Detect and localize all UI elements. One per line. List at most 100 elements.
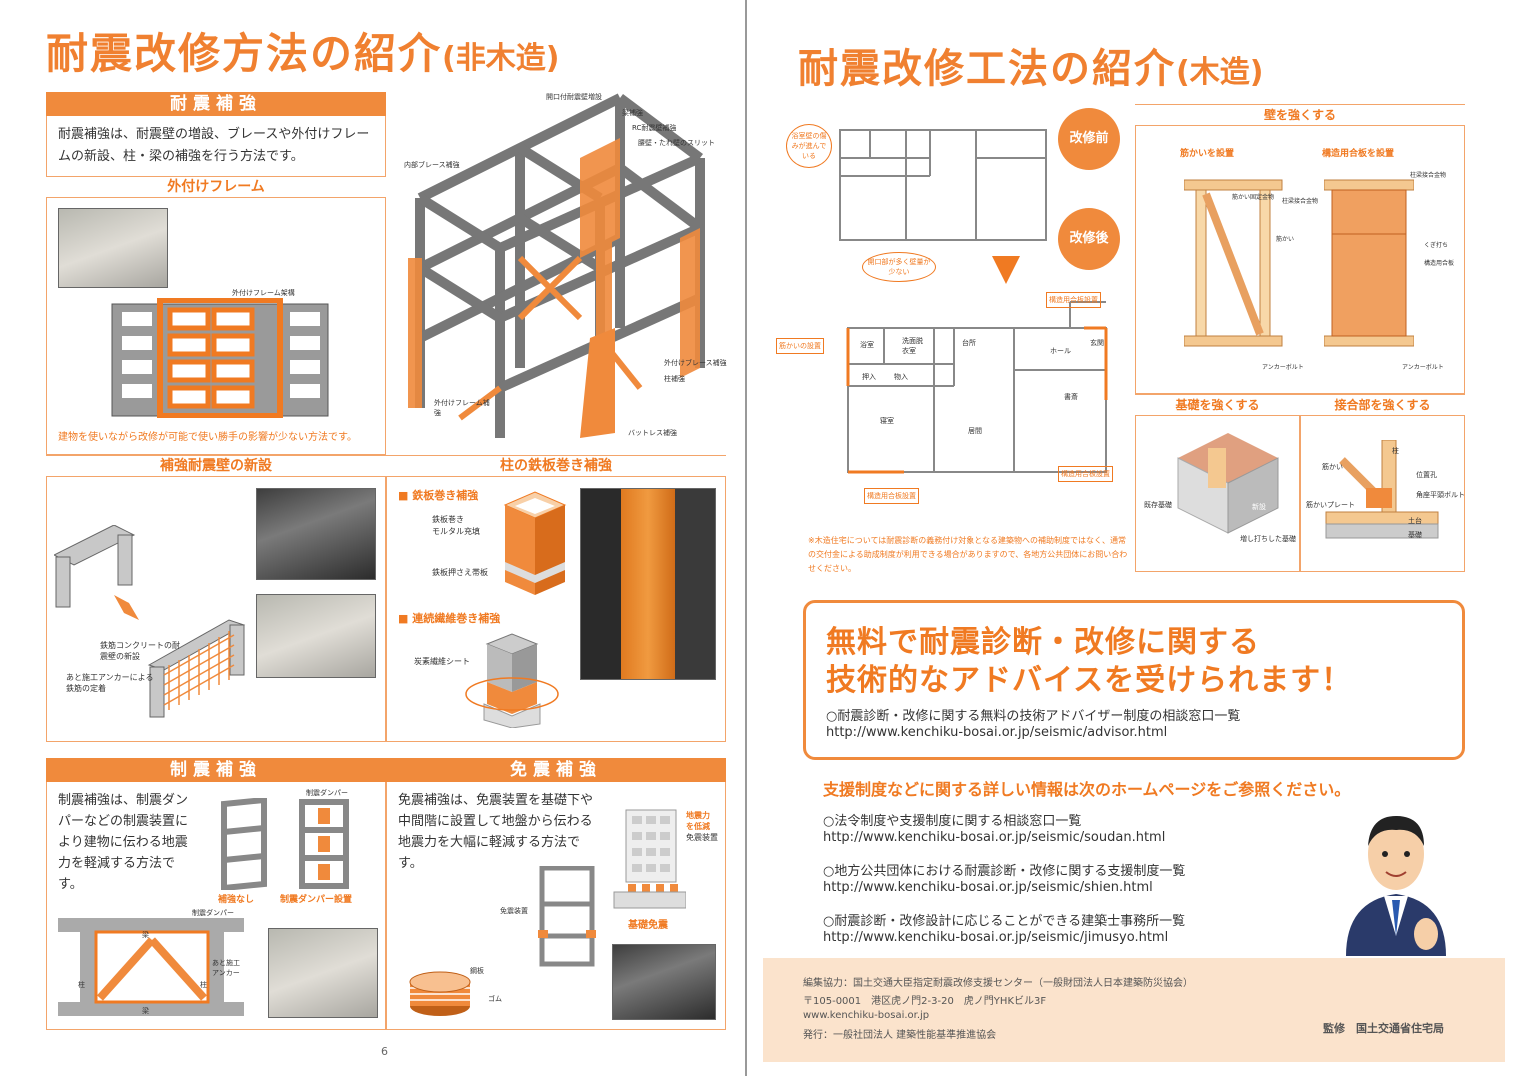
plan-note-plywood-3: 構造用合板設置 (1058, 466, 1113, 482)
foundation-existing: 既存基礎 (1144, 501, 1172, 509)
plan-note-plywood-2: 構造用合板設置 (864, 488, 919, 504)
external-frame-header: 外付けフレーム (46, 176, 386, 198)
fiber-wrap-diagram (465, 633, 559, 728)
cta-item-url[interactable]: http://www.kenchiku-bosai.or.jp/seismic/… (826, 725, 1168, 740)
damper-anchor: あと施工アンカー (212, 959, 240, 977)
fiber-wrap-title: ■ 連続繊維巻き補強 (398, 612, 501, 625)
damper-column-right: 柱 (200, 981, 207, 989)
joint-brace: 筋かい (1322, 463, 1343, 471)
plan-note-left: 浴室壁の傷みが進んでいる (786, 124, 832, 168)
page-spine (745, 0, 747, 1076)
new-wall-label-2: あと施工アンカーによる鉄筋の定着 (66, 673, 154, 693)
right-title-sub: (木造) (1176, 55, 1264, 90)
cta-line-2: 技術的なアドバイスを受けられます！ (826, 663, 1353, 698)
before-badge: 改修前 (1058, 108, 1120, 170)
foundation-new: 新設 (1252, 503, 1266, 511)
label-beam: 梁補強 (622, 109, 643, 117)
joint-diagram (1325, 440, 1439, 539)
joint-sill: 土台 (1408, 517, 1422, 525)
footer-line-1: 編集協力：国土交通大臣指定耐震改修支援センター（一般財団法人日本建築防災協会） (803, 978, 1193, 989)
brace-wall-diagram (1184, 179, 1283, 347)
isolation-frame-diagram (538, 866, 596, 967)
room-storage-1: 押入 (862, 373, 876, 381)
footer-supervisor: 監修 国土交通省住宅局 (1323, 1022, 1444, 1035)
room-study: 書斎 (1064, 393, 1078, 401)
cta-line-1: 無料で耐震診断・改修に関する (826, 625, 1260, 660)
wall-label-plywood: 構造用合板 (1424, 260, 1455, 267)
down-arrow (992, 256, 1020, 284)
foundation-diagram (1177, 433, 1279, 534)
joint-header: 接合部を強くする (1300, 394, 1465, 416)
with-damper-label: 制震ダンパー設置 (280, 895, 353, 905)
footer-band: 編集協力：国土交通大臣指定耐震改修支援センター（一般財団法人日本建築防災協会） … (763, 958, 1505, 1062)
foundation-added: 増し打ちした基礎 (1240, 535, 1296, 543)
link-3-url[interactable]: http://www.kenchiku-bosai.or.jp/seismic/… (823, 930, 1169, 945)
left-page: 耐震改修方法の紹介(非木造) 耐震補強 耐震補強は、耐震壁の増設、ブレースや外付… (0, 0, 745, 1076)
steel-wrap-title-text: 鉄板巻き補強 (412, 489, 479, 502)
damper-label-top: 制震ダンパー (306, 789, 348, 797)
cta-item-label: ○耐震診断・改修に関する無料の技術アドバイザー制度の相談窓口一覧 (826, 709, 1241, 724)
room-bedroom: 寝室 (880, 417, 894, 425)
new-wall-header: 補強耐震壁の新設 (46, 455, 386, 477)
footer-line-3[interactable]: www.kenchiku-bosai.or.jp (803, 1010, 930, 1021)
joint-column: 柱 (1392, 447, 1399, 455)
link-2-label: ○地方公共団体における耐震診断・改修に関する支援制度一覧 (823, 864, 1186, 879)
column-wrap-photo (580, 488, 716, 680)
left-title-sub: (非木造) (442, 41, 560, 76)
plan-note-brace: 筋かいの設置 (776, 338, 824, 354)
wall-label-brace-hw: 筋かい固定金物 (1232, 194, 1275, 201)
wall-label-column-hw: 柱梁接合金物 (1282, 198, 1319, 205)
external-frame-label: 外付けフレーム架構 (232, 289, 295, 297)
link-2-url[interactable]: http://www.kenchiku-bosai.or.jp/seismic/… (823, 880, 1153, 895)
new-wall-diagram (54, 525, 246, 718)
label-ext-brace: 外付けブレース補強 (664, 359, 727, 367)
damping-body: 制震補強は、制震ダンパーなどの制震装置により建物に伝わる地震力を軽減する方法です… (58, 793, 189, 892)
plywood-wall-diagram (1324, 179, 1414, 347)
damper-label-bottom: 制震ダンパー (192, 909, 234, 917)
after-badge: 改修後 (1058, 208, 1120, 270)
isolation-legend-3: 免震装置 (686, 833, 718, 842)
rc-frame-diagram (408, 93, 705, 438)
label-internal-brace: 内部ブレース補強 (404, 161, 460, 169)
fiber-wrap-title-text: 連続繊維巻き補強 (412, 612, 501, 625)
label-rc-wall: RC耐震壁補強 (632, 124, 677, 132)
damping-compare-diagram (221, 798, 349, 890)
right-title-main: 耐震改修工法の紹介 (798, 46, 1176, 92)
info-head: 支援制度などに関する詳しい情報は次のホームページをご参照ください。 (823, 780, 1351, 799)
external-frame-note: 建物を使いながら改修が可能で使い勝手の影響が少ない方法です。 (58, 432, 357, 443)
seismic-strengthening-header: 耐震補強 (46, 92, 386, 116)
damper-beam-bottom: 梁 (142, 1007, 149, 1015)
label-buttress: バットレス補強 (628, 429, 677, 437)
external-frame-diagram (111, 298, 329, 418)
cta-box: 無料で耐震診断・改修に関する 技術的なアドバイスを受けられます！ ○耐震診断・改… (803, 600, 1465, 760)
man-illustration (1346, 816, 1446, 956)
joint-hole: 位置孔 (1416, 471, 1437, 479)
brace-title: 筋かいを設置 (1180, 149, 1235, 159)
wall-label-column-hw2: 柱梁接合金物 (1410, 172, 1447, 179)
wall-label-anchor-1: アンカーボルト (1262, 364, 1304, 371)
label-opening-wall: 開口付耐震壁増設 (546, 93, 602, 101)
isolation-legend-1: 地震力 (686, 811, 710, 820)
joint-base: 基礎 (1408, 531, 1422, 539)
bearing-diagram (409, 971, 471, 1016)
isolation-legend-2: を低減 (686, 822, 710, 831)
link-3-label: ○耐震診断・改修設計に応じることができる建築士事務所一覧 (823, 914, 1186, 929)
new-wall-label-1: 鉄筋コンクリートの耐震壁の新設 (100, 641, 180, 661)
wall-label-anchor-2: アンカーボルト (1402, 364, 1444, 371)
steel-wrap-diagram (503, 491, 567, 595)
footer-line-4: 発行：一般社団法人 建築性能基準推進協会 (803, 1030, 997, 1041)
wood-note: ※木造住宅については耐震診断の義務付け対象となる建築物への補助制度ではなく、通常… (808, 536, 1128, 573)
joint-bolt: 角座平頭ボルト (1416, 491, 1465, 499)
external-frame-photo (58, 208, 168, 288)
plan-note-plywood-1: 構造用合板設置 (1046, 292, 1101, 308)
damper-beam-top: 梁 (142, 931, 149, 939)
right-page-title: 耐震改修工法の紹介(木造) (798, 36, 1263, 94)
seismic-strengthening-body: 耐震補強は、耐震壁の増設、ブレースや外付けフレームの新設、柱・梁の補強を行う方法… (58, 127, 370, 164)
isolation-device-label: 免震装置 (500, 907, 528, 915)
no-reinforce-label: 補強なし (218, 895, 255, 905)
link-1-url[interactable]: http://www.kenchiku-bosai.or.jp/seismic/… (823, 830, 1166, 845)
room-kitchen: 台所 (962, 339, 976, 347)
bearing-steel-label: 鋼板 (470, 967, 484, 975)
wall-label-nail: くぎ打ち (1424, 242, 1449, 249)
label-column: 柱補強 (664, 375, 685, 383)
